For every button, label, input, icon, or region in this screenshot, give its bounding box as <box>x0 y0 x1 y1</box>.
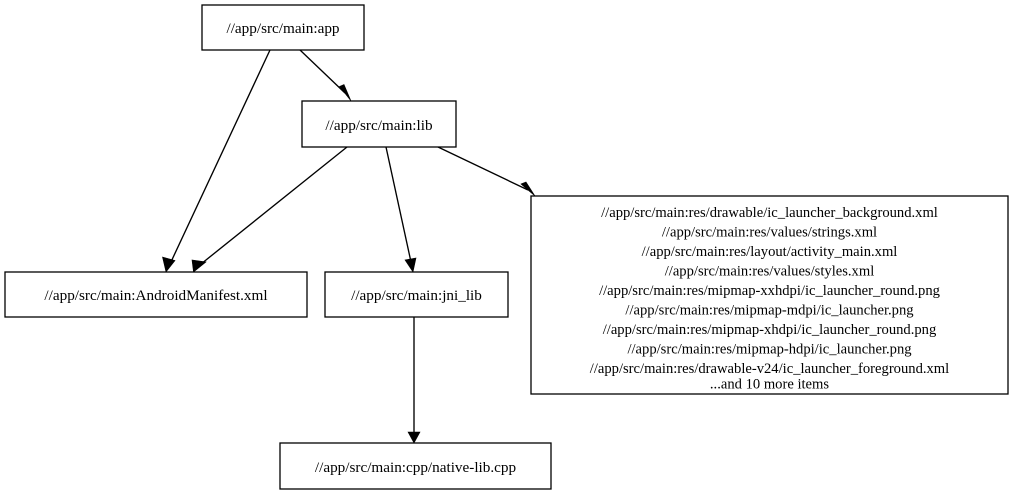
node-resources-line: //app/src/main:res/drawable/ic_launcher_… <box>601 205 938 221</box>
node-resources[interactable]: //app/src/main:res/drawable/ic_launcher_… <box>530 195 1009 395</box>
edge-jni-to-native <box>407 317 421 444</box>
edge-app-to-lib <box>299 49 352 102</box>
node-app[interactable]: //app/src/main:app <box>201 4 365 51</box>
node-lib[interactable]: //app/src/main:lib <box>301 100 457 148</box>
node-resources-line: ...and 10 more items <box>710 377 829 393</box>
node-jni-lib[interactable]: //app/src/main:jni_lib <box>324 271 509 318</box>
node-lib-box[interactable] <box>301 100 457 148</box>
node-native-lib-box[interactable] <box>279 442 552 490</box>
node-native-lib-label: //app/src/main:cpp/native-lib.cpp <box>315 459 516 476</box>
edge-app-to-manifest <box>162 49 271 273</box>
node-resources-line: //app/src/main:res/drawable-v24/ic_launc… <box>590 361 949 377</box>
edge-lib-to-jni <box>385 146 417 273</box>
node-manifest-label: //app/src/main:AndroidManifest.xml <box>44 287 267 304</box>
node-jni-lib-label: //app/src/main:jni_lib <box>351 287 482 304</box>
node-resources-line: //app/src/main:res/mipmap-mdpi/ic_launch… <box>625 303 914 319</box>
edge-lib-to-manifest <box>191 146 348 273</box>
node-manifest[interactable]: //app/src/main:AndroidManifest.xml <box>4 271 308 318</box>
node-app-label: //app/src/main:app <box>226 20 339 37</box>
node-app-box[interactable] <box>201 4 365 51</box>
node-resources-box[interactable] <box>530 195 1009 395</box>
node-resources-line: //app/src/main:res/mipmap-hdpi/ic_launch… <box>627 342 912 358</box>
node-resources-line: //app/src/main:res/values/strings.xml <box>662 225 877 241</box>
node-jni-lib-box[interactable] <box>324 271 509 318</box>
node-resources-line: //app/src/main:res/mipmap-xxhdpi/ic_laun… <box>599 283 941 299</box>
node-resources-line: //app/src/main:res/layout/activity_main.… <box>642 244 898 260</box>
node-native-lib[interactable]: //app/src/main:cpp/native-lib.cpp <box>279 442 552 490</box>
node-resources-line: //app/src/main:res/values/styles.xml <box>665 264 875 280</box>
node-manifest-box[interactable] <box>4 271 308 318</box>
node-resources-line: //app/src/main:res/mipmap-xhdpi/ic_launc… <box>603 322 937 338</box>
edge-lib-to-resources <box>437 146 536 197</box>
node-lib-label: //app/src/main:lib <box>325 117 433 134</box>
